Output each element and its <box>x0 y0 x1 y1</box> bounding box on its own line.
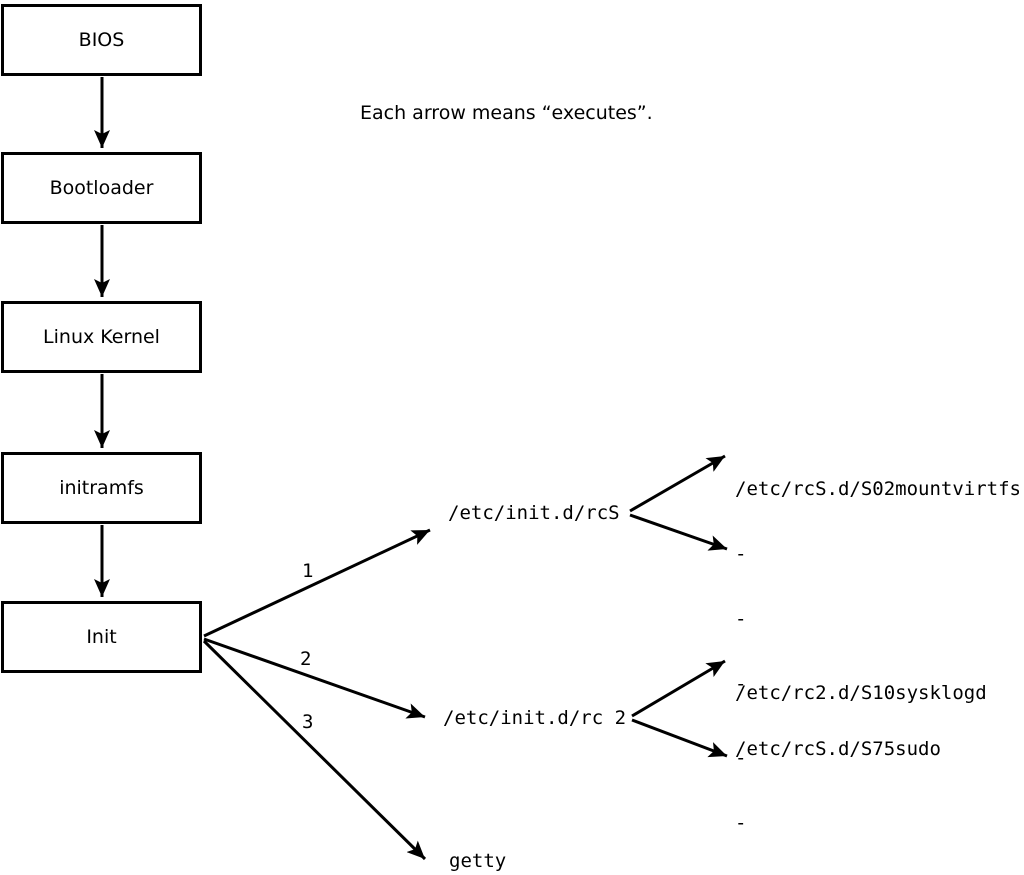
ellipsis-dash: - <box>735 747 747 769</box>
arrow-init-to-rcs <box>203 528 431 638</box>
node-rcs-script: /etc/init.d/rcS <box>448 502 620 524</box>
ellipsis-dash: - <box>735 608 747 630</box>
node-linux-kernel: Linux Kernel <box>1 301 202 373</box>
arrow-order-3: 3 <box>302 711 314 733</box>
arrow-rcs-to-s02mountvirtfs <box>629 454 726 513</box>
legend-note: Each arrow means “executes”. <box>360 102 653 124</box>
rc2-script-list: /etc/rc2.d/S10sysklogd - - - /etc/rc2.d/… <box>735 641 987 875</box>
arrow-init-to-getty <box>202 639 427 861</box>
node-bios: BIOS <box>1 4 202 76</box>
node-bios-label: BIOS <box>78 29 125 51</box>
node-bootloader-label: Bootloader <box>49 177 154 199</box>
arrow-rcs-to-s75sudo <box>629 513 728 551</box>
node-init: Init <box>1 601 202 673</box>
node-initramfs: initramfs <box>1 452 202 524</box>
arrow-rc2-to-s10sysklogd <box>631 659 726 718</box>
ellipsis-dash: - <box>735 812 747 834</box>
script-item-s75sudo: /etc/rcS.d/S75sudo <box>735 738 941 760</box>
node-rc2-script: /etc/init.d/rc 2 <box>443 707 627 729</box>
script-item-s02mountvirtfs: /etc/rcS.d/S02mountvirtfs <box>735 478 1021 500</box>
rcs-script-list: /etc/rcS.d/S02mountvirtfs - - - /etc/rcS… <box>735 437 1021 802</box>
node-init-label: Init <box>86 626 117 648</box>
node-linux-kernel-label: Linux Kernel <box>43 326 160 348</box>
node-getty: getty <box>449 850 507 872</box>
arrow-rc2-to-s99gdm <box>631 718 728 758</box>
arrow-order-2: 2 <box>300 648 312 670</box>
node-initramfs-label: initramfs <box>59 477 144 499</box>
ellipsis-dash: - <box>735 543 747 565</box>
node-bootloader: Bootloader <box>1 152 202 224</box>
ellipsis-dash: - <box>735 673 747 695</box>
arrow-order-1: 1 <box>302 560 314 582</box>
script-item-s10sysklogd: /etc/rc2.d/S10sysklogd <box>735 682 987 704</box>
arrow-init-to-rc2 <box>203 637 426 719</box>
